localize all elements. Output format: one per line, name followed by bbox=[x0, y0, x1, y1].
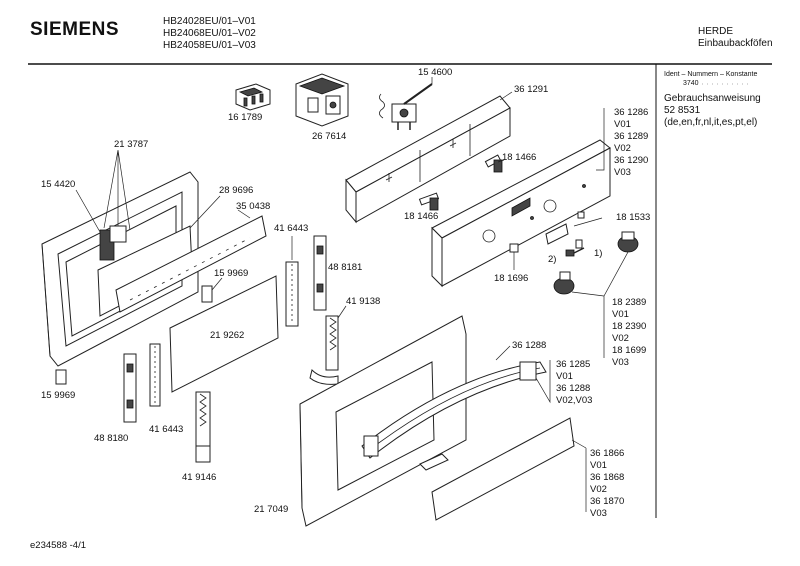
part-16-1789-switch bbox=[235, 83, 271, 111]
variant-panel-2: 36 1289 bbox=[614, 131, 648, 142]
label-21-7049: 21 7049 bbox=[254, 504, 288, 515]
part-15-9969-pad-lower bbox=[55, 369, 67, 385]
part-36-1866-glass-strip bbox=[431, 417, 575, 521]
label-36-1288: 36 1288 bbox=[512, 340, 546, 351]
label-21-3787: 21 3787 bbox=[114, 139, 148, 150]
part-handle-clip bbox=[419, 453, 449, 471]
variant-group-handle: 36 1285 V01 36 1288 V02,V03 bbox=[535, 359, 592, 406]
label-36-1291: 36 1291 bbox=[514, 84, 548, 95]
variant-glass-1: 36 1866 bbox=[590, 448, 624, 459]
part-36-1291-panel-frame bbox=[345, 95, 511, 224]
part-18-1533-display bbox=[545, 211, 585, 245]
part-knob-right bbox=[617, 231, 639, 253]
subcategory-label: Einbaubackföfen bbox=[698, 38, 773, 49]
label-18-1466-upper: 18 1466 bbox=[502, 152, 536, 163]
part-41-6443-spacer-upper bbox=[285, 261, 299, 327]
part-36-1288-door-handle bbox=[361, 361, 547, 459]
variant-glass-1-tag: V01 bbox=[590, 460, 607, 471]
part-36-1286-control-panel bbox=[431, 139, 611, 288]
variant-knob-2-tag: V02 bbox=[612, 333, 629, 344]
part-21-3787-hinge-block bbox=[109, 225, 127, 243]
variant-group-glass: 36 1866 V01 36 1868 V02 36 1870 V03 bbox=[571, 439, 624, 519]
variant-glass-2-tag: V02 bbox=[590, 484, 607, 495]
brand-logo: SIEMENS bbox=[30, 19, 119, 40]
label-21-9262: 21 9262 bbox=[210, 330, 244, 341]
part-41-9146-hinge-lower bbox=[195, 391, 211, 463]
part-18-1466-screw-upper bbox=[484, 154, 503, 173]
label-18-1533: 18 1533 bbox=[616, 212, 650, 223]
variant-glass-3: 36 1870 bbox=[590, 496, 624, 507]
label-15-4420: 15 4420 bbox=[41, 179, 75, 190]
part-18-1466-screw-lower bbox=[418, 192, 440, 211]
label-18-1696: 18 1696 bbox=[494, 273, 528, 284]
part-15-4600-sensor bbox=[379, 83, 433, 130]
part-18-1696-pushbutton bbox=[509, 243, 519, 253]
label-48-8181: 48 8181 bbox=[328, 262, 362, 273]
ident-label: Ident – Nummern – Konstante bbox=[664, 71, 757, 78]
variant-handle-2-tag: V02,V03 bbox=[556, 395, 592, 406]
label-28-9696: 28 9696 bbox=[219, 185, 253, 196]
callout-1: 1) bbox=[594, 248, 602, 259]
part-48-8180-bracket-lower bbox=[123, 353, 137, 423]
category-label: HERDE bbox=[698, 26, 733, 37]
model-number-1: HB24028EU/01–V01 bbox=[163, 16, 256, 27]
label-41-9138: 41 9138 bbox=[346, 296, 380, 307]
label-41-6443-lower: 41 6443 bbox=[149, 424, 183, 435]
model-number-2: HB24068EU/01–V02 bbox=[163, 28, 256, 39]
manual-languages: (de,en,fr,nl,it,es,pt,el) bbox=[664, 117, 757, 128]
label-48-8180: 48 8180 bbox=[94, 433, 128, 444]
part-screw-callout-1 bbox=[575, 239, 583, 249]
variant-glass-3-tag: V03 bbox=[590, 508, 607, 519]
label-15-4600: 15 4600 bbox=[418, 67, 452, 78]
variant-knob-1-tag: V01 bbox=[612, 309, 629, 320]
part-41-6443-spacer-lower bbox=[149, 343, 161, 407]
variant-handle-1-tag: V01 bbox=[556, 371, 573, 382]
label-41-9146: 41 9146 bbox=[182, 472, 216, 483]
variant-knob-1: 18 2389 bbox=[612, 297, 646, 308]
label-26-7614: 26 7614 bbox=[312, 131, 346, 142]
part-41-9138-hinge-upper bbox=[309, 315, 339, 385]
label-15-9969-lower: 15 9969 bbox=[41, 390, 75, 401]
part-26-7614-thermostat bbox=[295, 73, 349, 127]
variant-group-knobs: 18 2389 V01 18 2390 V02 18 1699 V03 bbox=[571, 251, 646, 368]
manual-label: Gebrauchsanweisung bbox=[664, 93, 761, 104]
part-knob-left bbox=[553, 271, 575, 295]
variant-glass-2: 36 1868 bbox=[590, 472, 624, 483]
part-21-7049-outer-door bbox=[299, 315, 467, 527]
label-35-0438: 35 0438 bbox=[236, 201, 270, 212]
callout-2: 2) bbox=[548, 254, 556, 265]
part-screw-callout-2 bbox=[565, 247, 585, 257]
label-41-6443-upper: 41 6443 bbox=[274, 223, 308, 234]
part-15-9969-pad-upper bbox=[201, 285, 213, 303]
variant-panel-3: 36 1290 bbox=[614, 155, 648, 166]
variant-panel-1-tag: V01 bbox=[614, 119, 631, 130]
variant-knob-3: 18 1699 bbox=[612, 345, 646, 356]
ident-value: 3740 bbox=[683, 80, 699, 87]
variant-knob-2: 18 2390 bbox=[612, 321, 646, 332]
variant-handle-2: 36 1288 bbox=[556, 383, 590, 394]
variant-knob-3-tag: V03 bbox=[612, 357, 629, 368]
label-15-9969-upper: 15 9969 bbox=[214, 268, 248, 279]
label-16-1789: 16 1789 bbox=[228, 112, 262, 123]
manual-number: 52 8531 bbox=[664, 105, 701, 116]
variant-group-panel: 36 1286 V01 36 1289 V02 36 1290 V03 bbox=[596, 107, 648, 178]
label-18-1466-lower: 18 1466 bbox=[404, 211, 438, 222]
variant-panel-2-tag: V02 bbox=[614, 143, 631, 154]
model-number-3: HB24058EU/01–V03 bbox=[163, 40, 256, 51]
part-21-9262-glass-pane bbox=[169, 275, 279, 393]
leader-21-3787 bbox=[103, 149, 131, 231]
part-35-0438-bracket bbox=[115, 215, 267, 313]
variant-handle-1: 36 1285 bbox=[556, 359, 590, 370]
drawing-id: e234588 -4/1 bbox=[30, 540, 86, 551]
part-48-8181-hinge-bracket bbox=[313, 235, 327, 311]
variant-panel-3-tag: V03 bbox=[614, 167, 631, 178]
variant-panel-1: 36 1286 bbox=[614, 107, 648, 118]
